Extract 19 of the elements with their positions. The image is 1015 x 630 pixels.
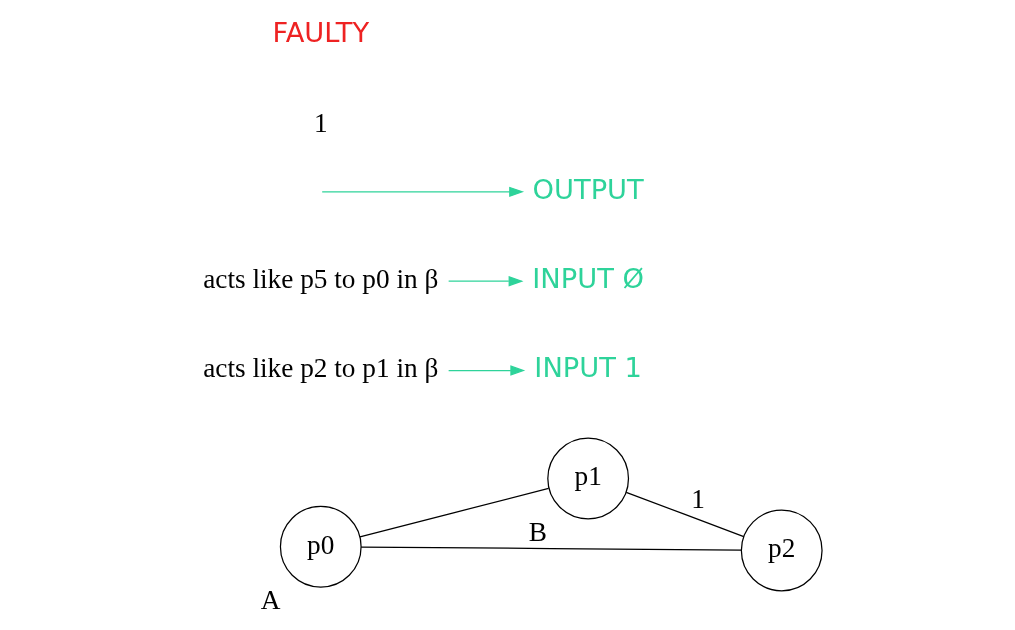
- node-text: acts like p5 to p0 in β: [203, 264, 439, 295]
- connector: [360, 546, 742, 551]
- node-circle: p1: [547, 437, 630, 520]
- arrow: [448, 275, 524, 287]
- node-text: acts like p2 to p1 in β: [203, 353, 439, 384]
- node-text: OUTPUT: [532, 173, 644, 205]
- connector: [359, 487, 550, 538]
- arrow: [321, 186, 525, 198]
- node-circle: p2: [740, 509, 823, 592]
- node-label: B: [528, 516, 547, 547]
- node-label: A: [260, 584, 281, 615]
- label: FAULTY: [272, 17, 370, 49]
- label: 1: [313, 107, 328, 138]
- arrow: [448, 365, 526, 376]
- edge-label: 1: [691, 483, 705, 514]
- connector: [625, 491, 745, 538]
- node-text: INPUT 1: [534, 352, 642, 384]
- node-text: INPUT Ø: [532, 263, 644, 295]
- node-circle: p0: [279, 505, 362, 588]
